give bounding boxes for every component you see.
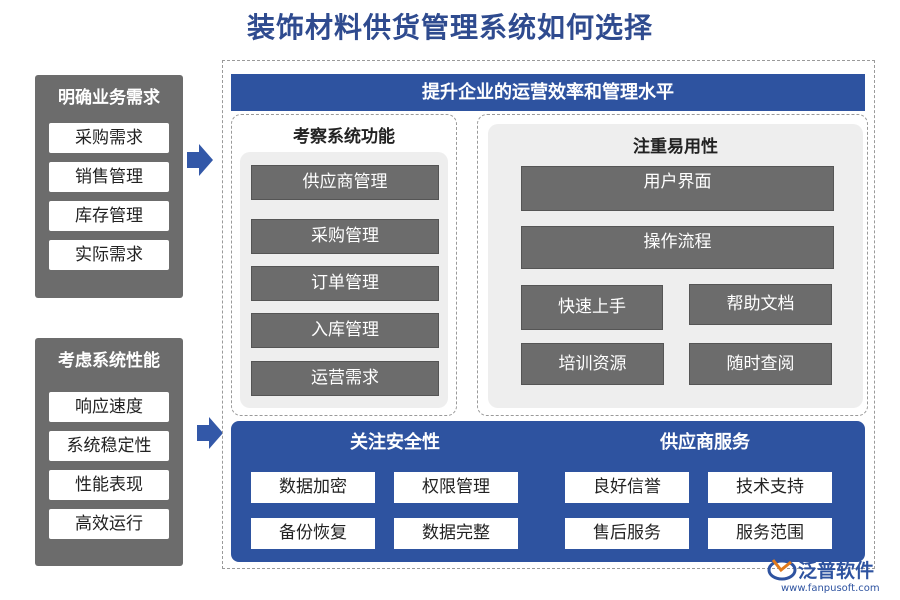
performance-item: 系统稳定性 xyxy=(49,431,169,461)
logo-url: www.fanpusoft.com xyxy=(781,583,880,594)
security-item: 数据完整 xyxy=(394,518,518,549)
usability-item: 操作流程 xyxy=(521,226,834,269)
security-heading: 关注安全性 xyxy=(350,432,440,453)
usability-heading: 注重易用性 xyxy=(633,137,718,157)
supplier-item: 售后服务 xyxy=(565,518,689,549)
performance-item: 高效运行 xyxy=(49,509,169,539)
performance-panel: 考虑系统性能 响应速度 系统稳定性 性能表现 高效运行 xyxy=(35,338,183,566)
usability-section xyxy=(477,114,868,416)
usability-item: 帮助文档 xyxy=(689,284,832,325)
business-need-item: 采购需求 xyxy=(49,123,169,153)
function-item: 运营需求 xyxy=(251,361,439,396)
main-container xyxy=(222,60,875,569)
business-need-item: 销售管理 xyxy=(49,162,169,192)
business-need-item: 实际需求 xyxy=(49,240,169,270)
performance-heading: 考虑系统性能 xyxy=(58,351,160,371)
usability-item: 培训资源 xyxy=(521,343,664,385)
performance-item: 性能表现 xyxy=(49,470,169,500)
usability-item: 快速上手 xyxy=(521,285,663,330)
function-item: 采购管理 xyxy=(251,219,439,254)
arrow-right-icon xyxy=(187,144,213,176)
business-need-item: 库存管理 xyxy=(49,201,169,231)
fanpu-logo-icon xyxy=(767,559,797,581)
security-item: 数据加密 xyxy=(251,472,375,503)
usability-item: 随时查阅 xyxy=(689,343,832,385)
supplier-item: 服务范围 xyxy=(708,518,832,549)
business-needs-panel: 明确业务需求 采购需求 销售管理 库存管理 实际需求 xyxy=(35,75,183,298)
arrow-right-icon xyxy=(197,417,223,449)
supplier-heading: 供应商服务 xyxy=(660,432,750,453)
efficiency-banner: 提升企业的运营效率和管理水平 xyxy=(231,74,865,111)
supplier-item: 技术支持 xyxy=(708,472,832,503)
supplier-item: 良好信誉 xyxy=(565,472,689,503)
performance-item: 响应速度 xyxy=(49,392,169,422)
usability-item: 用户界面 xyxy=(521,166,834,211)
function-item: 订单管理 xyxy=(251,266,439,301)
security-item: 权限管理 xyxy=(394,472,518,503)
function-item: 供应商管理 xyxy=(251,165,439,200)
functions-section xyxy=(231,114,457,416)
security-item: 备份恢复 xyxy=(251,518,375,549)
logo-name: 泛普软件 xyxy=(798,560,875,582)
function-item: 入库管理 xyxy=(251,313,439,348)
diagram-title: 装饰材料供货管理系统如何选择 xyxy=(246,11,653,44)
business-needs-heading: 明确业务需求 xyxy=(58,88,160,108)
functions-heading: 考察系统功能 xyxy=(293,127,395,147)
